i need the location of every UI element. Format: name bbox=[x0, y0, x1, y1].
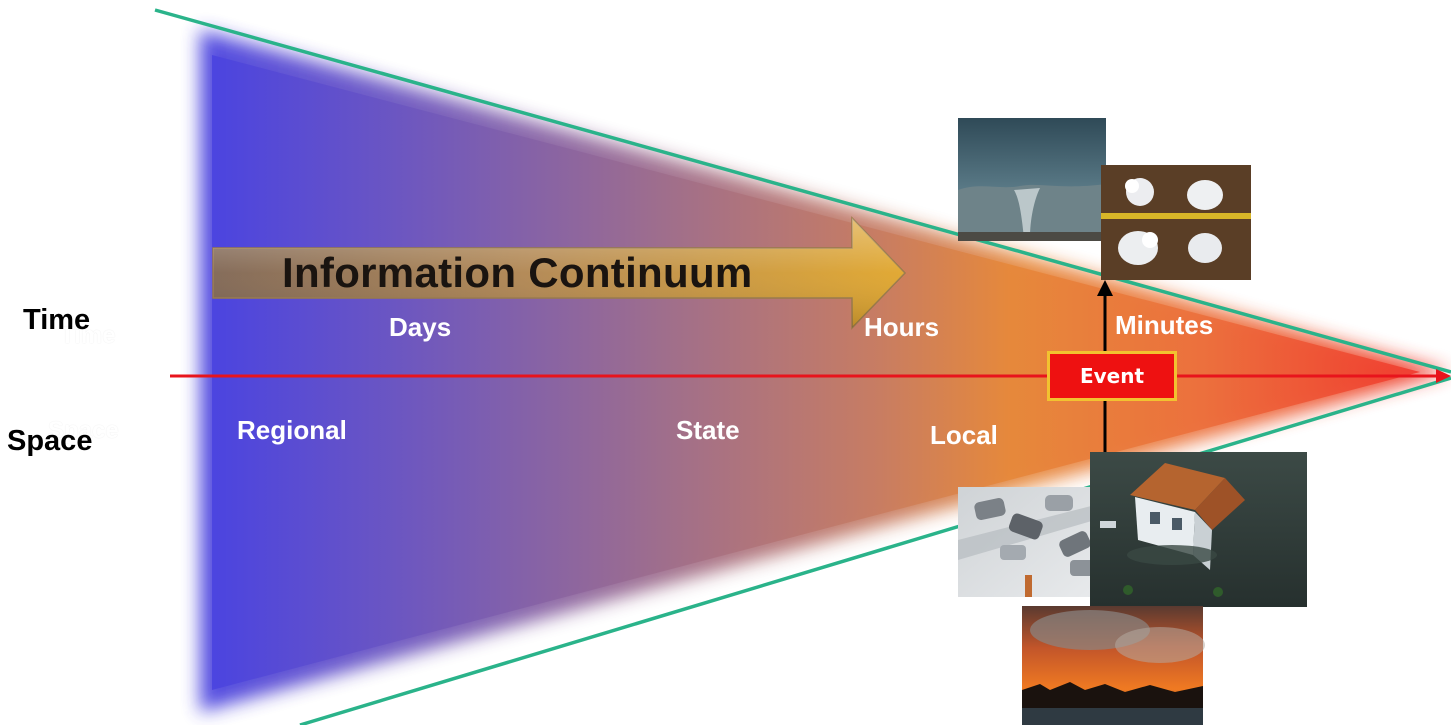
tornado-photo bbox=[958, 118, 1106, 241]
lower-boundary-line bbox=[299, 376, 1451, 725]
upper-boundary-line bbox=[154, 8, 1451, 374]
time-label-hours: Hours bbox=[864, 312, 940, 342]
time-ghost-label: Time bbox=[60, 322, 116, 349]
hailstones-photo bbox=[1101, 165, 1251, 280]
space-label-regional: Regional bbox=[237, 415, 347, 445]
space-label-state: State bbox=[676, 415, 740, 445]
axis-arrow bbox=[170, 369, 1451, 383]
wildfire-photo bbox=[1022, 606, 1205, 725]
information-continuum-title: Information Continuum bbox=[282, 249, 753, 296]
continuum-wedge bbox=[200, 30, 1450, 712]
space-ghost-label: Space bbox=[48, 417, 119, 444]
icy-road-crash-photo bbox=[958, 487, 1095, 597]
flooded-house-photo bbox=[1090, 452, 1307, 607]
time-axis-label: Time bbox=[23, 304, 91, 336]
space-label-local: Local bbox=[930, 420, 998, 450]
information-continuum-arrow bbox=[212, 216, 907, 330]
space-axis-label: Space bbox=[7, 425, 93, 457]
event-box: Event bbox=[1047, 351, 1177, 401]
time-label-minutes: Minutes bbox=[1115, 310, 1214, 340]
time-label-days: Days bbox=[389, 312, 452, 342]
